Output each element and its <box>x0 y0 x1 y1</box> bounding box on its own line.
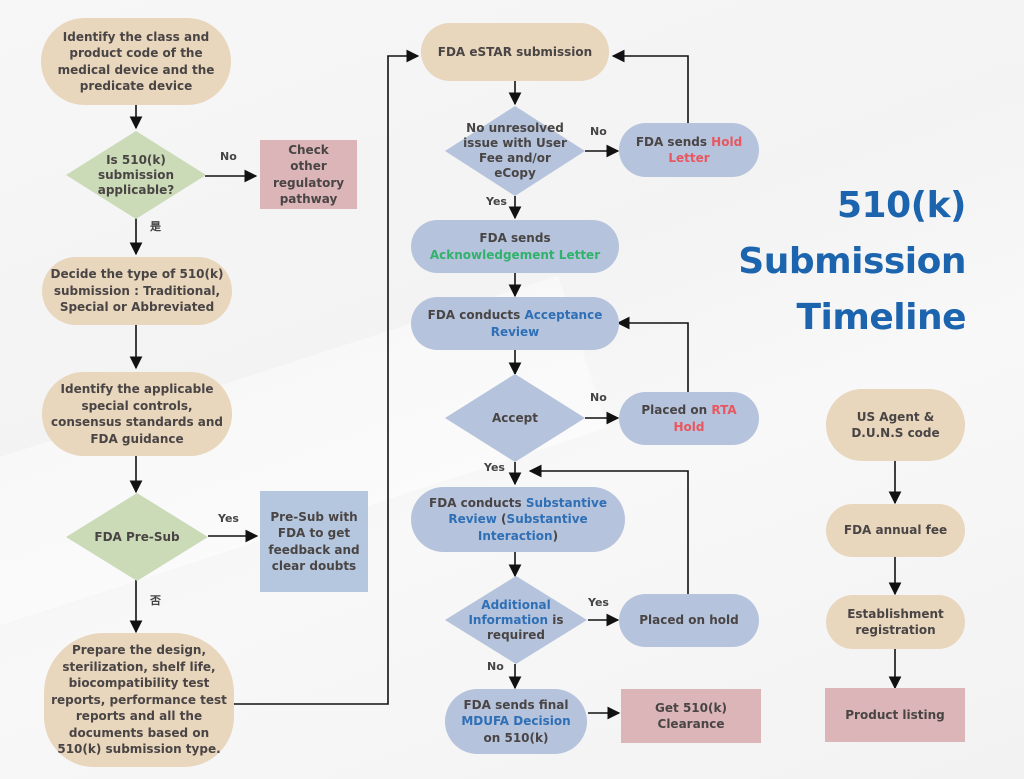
user-fee-decision: No unresolved issue with User Fee and/or… <box>445 106 585 196</box>
check-other-pathway-node: Check other regulatory pathway <box>260 140 357 209</box>
yes-label-cn: 是 <box>150 220 161 233</box>
title-line-2: Submission <box>738 241 966 282</box>
additional-info-decision: Additional Information is required <box>445 576 587 664</box>
arrow-rta-to-acceptance <box>616 316 689 392</box>
title-line-1: 510(k) <box>837 185 966 226</box>
is-510k-applicable-decision: Is 510(k) submission applicable? <box>66 131 206 219</box>
mdufa-decision-node: FDA sends final MDUFA Decision on 510(k) <box>445 689 587 754</box>
yes-label: Yes <box>484 461 505 474</box>
decision-text: Accept <box>492 410 538 425</box>
no-label: No <box>220 150 237 163</box>
decision-text: Additional Information is required <box>468 598 564 643</box>
check-other-text: Check other regulatory pathway <box>272 142 345 207</box>
annual-fee-text: FDA annual fee <box>843 523 948 538</box>
arrow-hold-to-estar <box>611 49 689 123</box>
highlight-text: Substantive Review <box>448 495 607 527</box>
no-label-cn: 否 <box>150 594 161 607</box>
acknowledgement-node: FDA sends Acknowledgement Letter <box>411 220 619 273</box>
mdufa-decision-text: FDA sends final MDUFA Decision on 510(k) <box>453 697 579 747</box>
highlight-text: RTA Hold <box>673 403 737 434</box>
decision-text: FDA Pre-Sub <box>94 529 180 544</box>
highlight-text: MDUFA Decision <box>461 714 571 729</box>
establishment-text: Establishment registration <box>847 606 944 638</box>
decide-type-text: Decide the type of 510(k) submission : T… <box>50 267 224 315</box>
hold-letter-node: FDA sends Hold Letter <box>619 123 759 177</box>
text-prefix: FDA conducts <box>427 308 525 322</box>
substantive-review-text: FDA conducts Substantive Review (Substan… <box>419 495 617 545</box>
us-agent-node: US Agent & D.U.N.S code <box>826 389 965 461</box>
decision-text: No unresolved issue with User Fee and/or… <box>463 121 567 180</box>
rta-hold-text: Placed on RTA Hold <box>627 402 751 435</box>
highlight-text: Additional Information <box>468 597 551 627</box>
text-mid: ( <box>496 512 507 527</box>
no-label: No <box>590 125 607 138</box>
yes-label: Yes <box>486 195 507 208</box>
arrow-prepare-to-estar <box>233 49 420 705</box>
estar-submission-node: FDA eSTAR submission <box>421 23 609 81</box>
no-label: No <box>590 391 607 404</box>
establishment-node: Establishment registration <box>826 595 965 649</box>
acknowledgement-text: FDA sends Acknowledgement Letter <box>430 230 600 263</box>
presub-box-text: Pre-Sub with FDA to get feedback and cle… <box>268 509 360 574</box>
page-title: 510(k) Submission Timeline <box>738 178 966 346</box>
identify-controls-text: Identify the applicable special controls… <box>51 382 223 446</box>
text-suffix: is required <box>487 612 564 642</box>
yes-label: Yes <box>588 596 609 609</box>
substantive-review-node: FDA conducts Substantive Review (Substan… <box>411 487 625 552</box>
highlight-text: Substantive Interaction <box>477 512 588 543</box>
identify-controls-node: Identify the applicable special controls… <box>42 372 232 456</box>
rta-hold-node: Placed on RTA Hold <box>619 392 759 445</box>
text-prefix: Placed on <box>641 403 712 417</box>
us-agent-text: US Agent & D.U.N.S code <box>851 409 940 441</box>
acceptance-review-text: FDA conducts Acceptance Review <box>419 307 611 340</box>
yes-label: Yes <box>218 512 239 525</box>
text-suffix: on 510(k) <box>483 730 549 745</box>
identify-class-node: Identify the class and product code of t… <box>41 18 231 105</box>
product-listing-node: Product listing <box>825 688 965 742</box>
acceptance-review-node: FDA conducts Acceptance Review <box>411 297 619 350</box>
no-label: No <box>487 660 504 673</box>
arrow-hold-to-substantive <box>528 464 689 594</box>
prepare-documents-node: Prepare the design, sterilization, shelf… <box>44 633 234 767</box>
placed-on-hold-text: Placed on hold <box>639 613 739 628</box>
decide-type-node: Decide the type of 510(k) submission : T… <box>42 257 232 325</box>
text-prefix: FDA sends <box>479 231 551 245</box>
annual-fee-node: FDA annual fee <box>826 504 965 557</box>
highlight-text: Acceptance Review <box>490 308 603 339</box>
presub-box-node: Pre-Sub with FDA to get feedback and cle… <box>260 491 368 592</box>
clearance-node: Get 510(k) Clearance <box>621 689 761 743</box>
prepare-documents-text: Prepare the design, sterilization, shelf… <box>51 643 227 757</box>
product-listing-text: Product listing <box>845 707 945 722</box>
highlight-text: Hold Letter <box>668 134 743 166</box>
clearance-text: Get 510(k) Clearance <box>655 700 727 732</box>
estar-text: FDA eSTAR submission <box>437 44 593 59</box>
placed-on-hold-node: Placed on hold <box>619 594 759 647</box>
hold-letter-text: FDA sends Hold Letter <box>627 134 751 167</box>
decision-text: Is 510(k) submission applicable? <box>97 152 175 197</box>
text-suffix: ) <box>552 528 559 543</box>
text-prefix: FDA conducts <box>429 495 526 510</box>
text-prefix: FDA sends <box>635 134 712 149</box>
accept-decision: Accept <box>445 374 585 462</box>
highlight-text: Acknowledgement Letter <box>429 247 601 262</box>
identify-class-text: Identify the class and product code of t… <box>57 29 215 94</box>
title-line-3: Timeline <box>796 297 966 338</box>
text-prefix: FDA sends final <box>463 697 569 712</box>
presub-decision: FDA Pre-Sub <box>66 493 208 581</box>
